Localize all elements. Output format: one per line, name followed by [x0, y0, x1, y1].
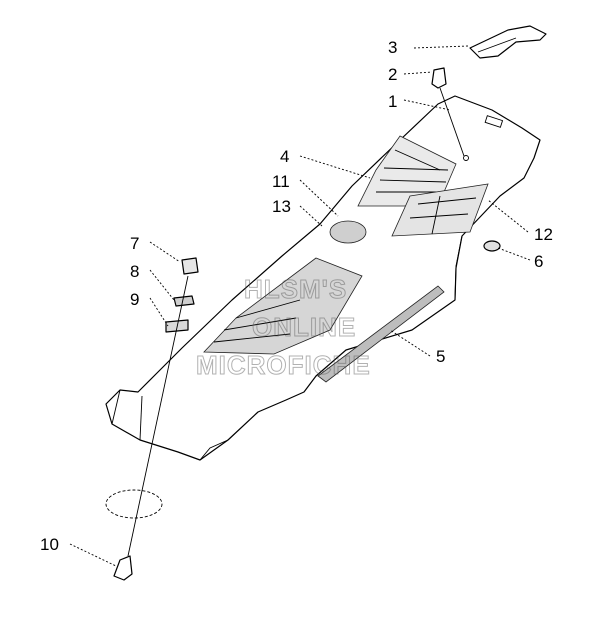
part-3-strap — [469, 25, 547, 59]
callout-10: 10 — [40, 535, 59, 554]
watermark-line-3: MICROFICHE — [196, 350, 371, 380]
callout-5: 5 — [436, 347, 445, 366]
callout-7: 7 — [130, 234, 139, 253]
callout-2: 2 — [388, 65, 397, 84]
watermark-line-2: ONLINE — [252, 312, 356, 342]
leader-lines — [69, 45, 531, 567]
callout-3: 3 — [388, 38, 397, 57]
washer-outline — [105, 489, 163, 519]
decal-4 — [357, 135, 457, 207]
part-2-rivet — [431, 67, 469, 161]
callout-13: 13 — [272, 197, 291, 216]
watermark: HLSM'S ONLINE MICROFICHE — [196, 274, 371, 381]
watermark-line-1: HLSM'S — [244, 274, 347, 304]
decal-5 — [317, 285, 445, 383]
callout-12: 12 — [534, 225, 553, 244]
callout-6: 6 — [534, 252, 543, 271]
callout-9: 9 — [130, 290, 139, 309]
callout-1: 1 — [388, 92, 397, 111]
part-10-screw — [113, 555, 133, 581]
part-6-grommet — [483, 240, 501, 252]
callout-4: 4 — [280, 147, 289, 166]
decal-12 — [391, 183, 489, 237]
decal-11 — [329, 220, 367, 244]
assembly-axis — [127, 275, 189, 557]
callout-11: 11 — [272, 172, 290, 191]
part-7-knob — [181, 257, 199, 275]
decal-13 — [203, 257, 363, 355]
callout-8: 8 — [130, 262, 139, 281]
part-8-washer — [173, 295, 195, 307]
